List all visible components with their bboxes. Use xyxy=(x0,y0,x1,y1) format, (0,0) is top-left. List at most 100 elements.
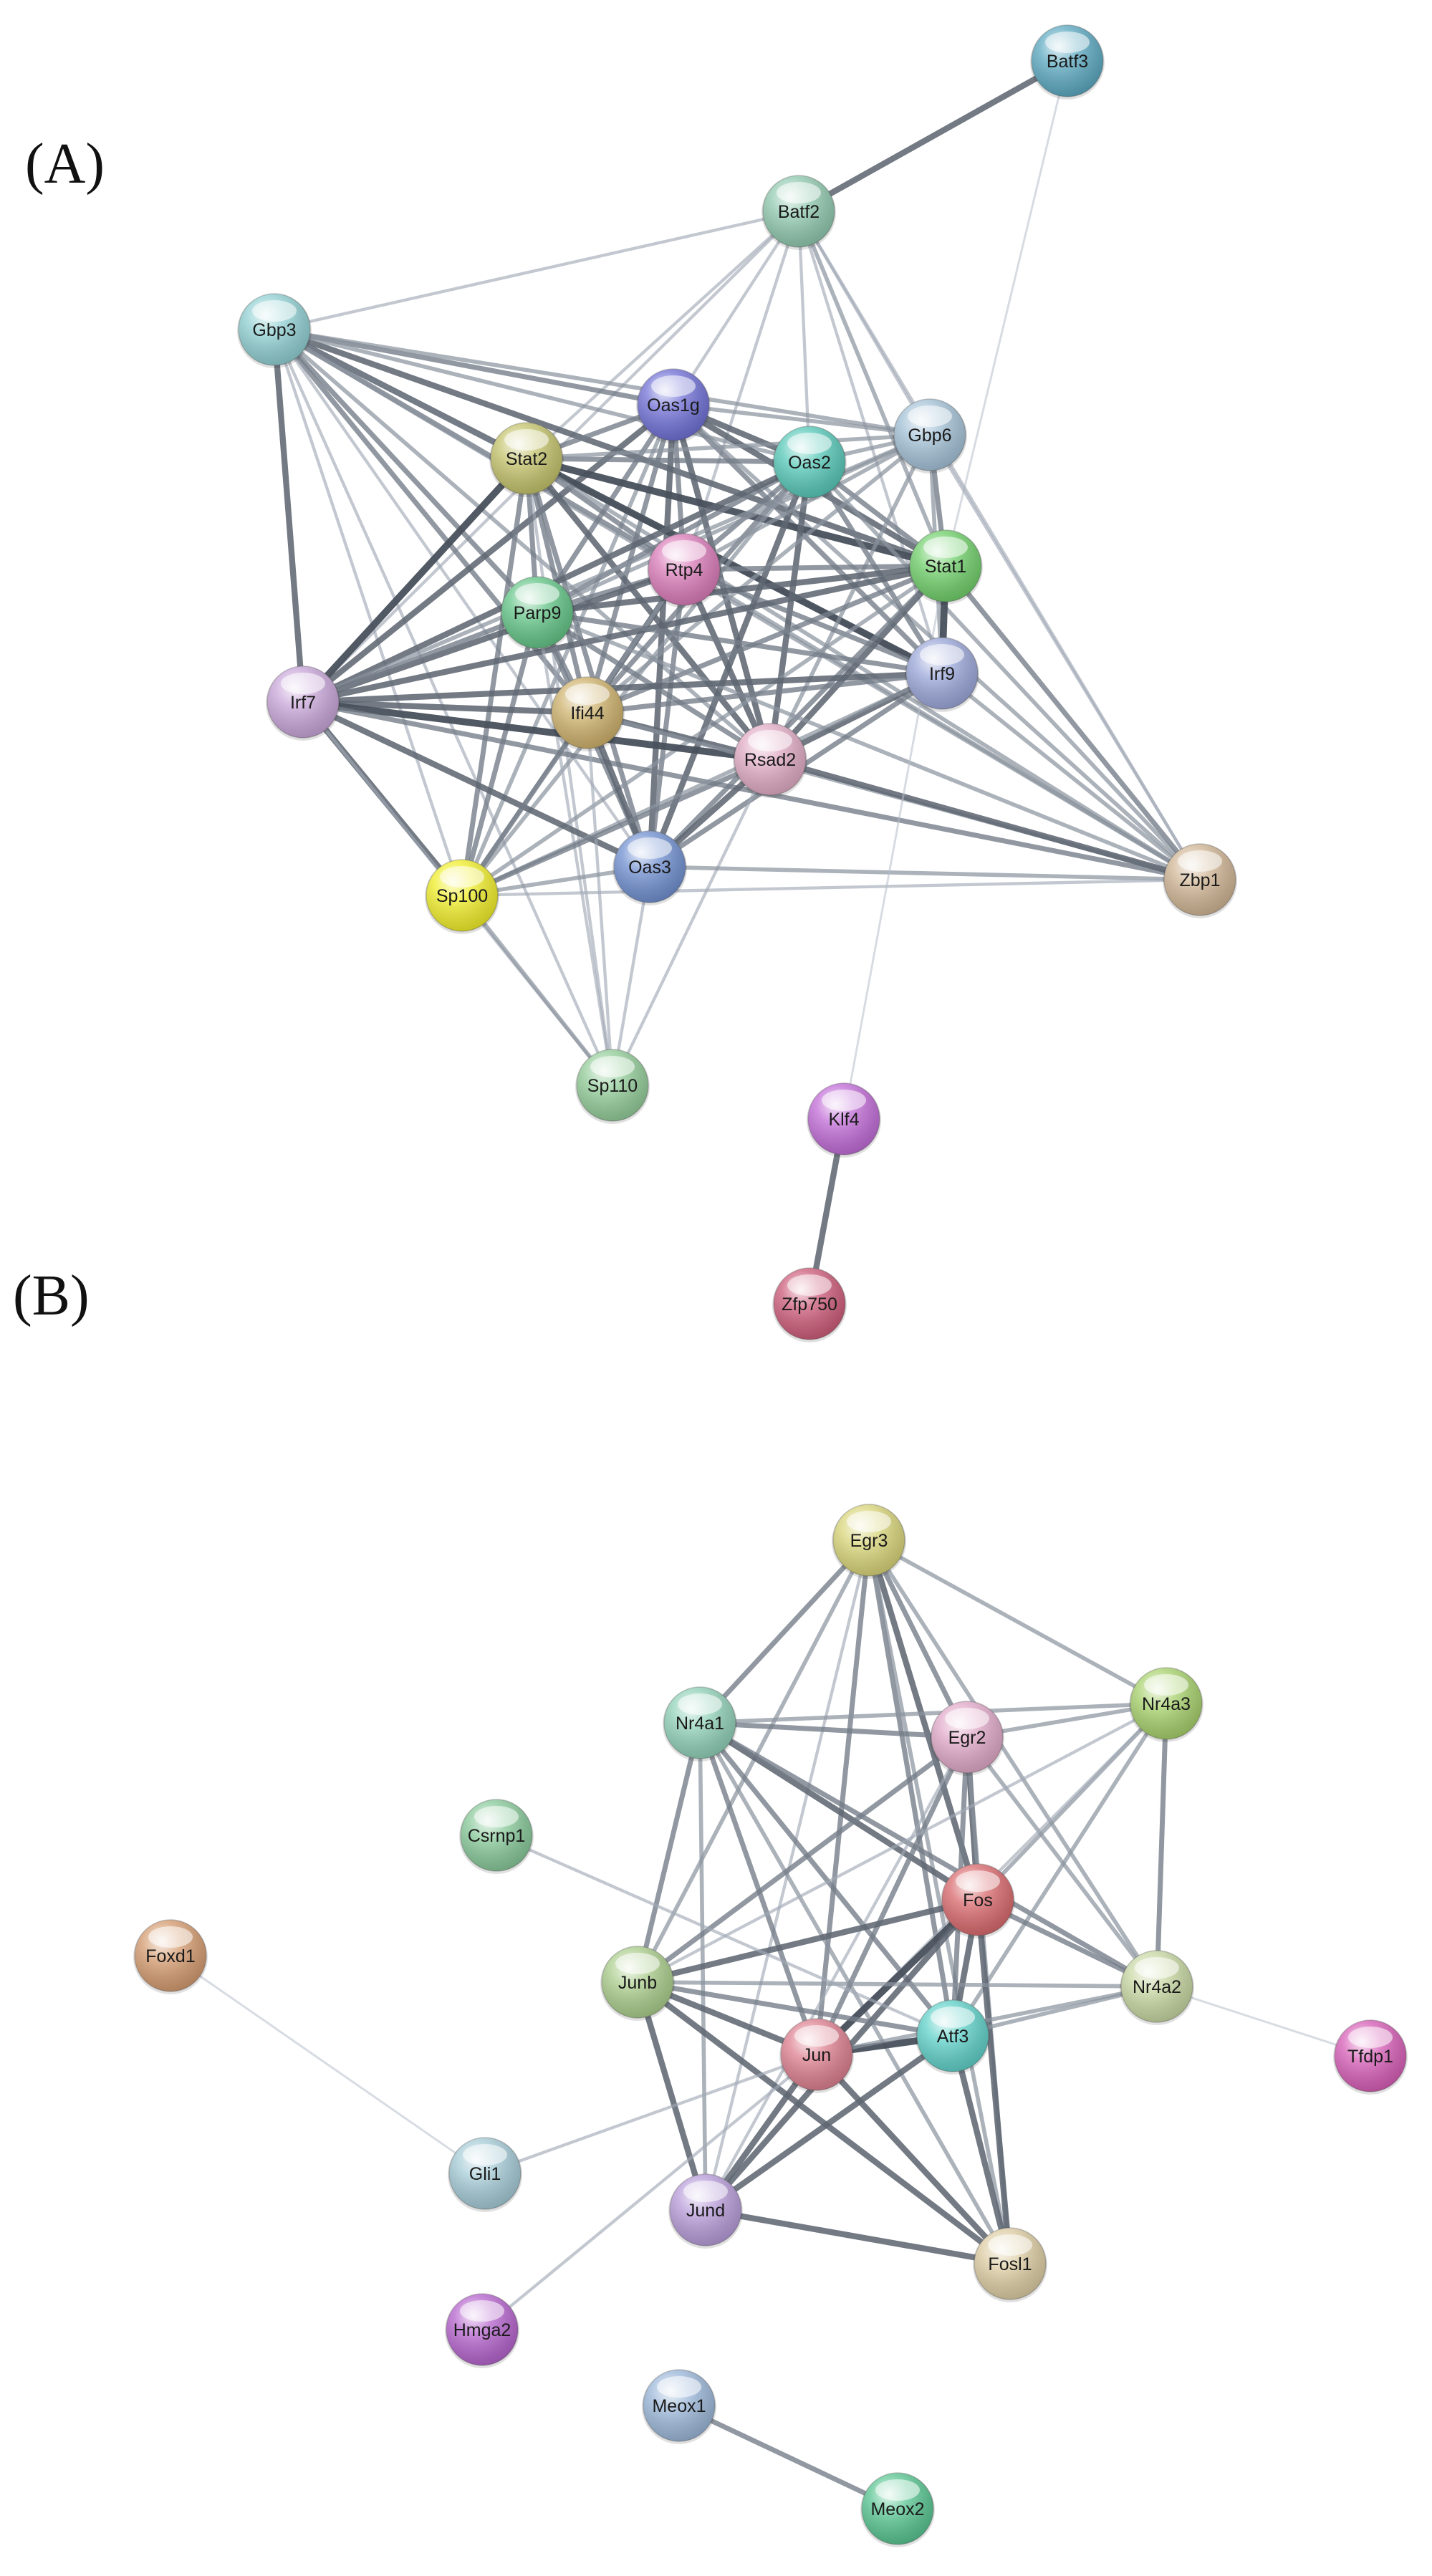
node-oas1g[interactable]: Oas1g xyxy=(636,368,711,443)
edge-oas3-zbp1 xyxy=(648,865,1202,882)
node-zbp1[interactable]: Zbp1 xyxy=(1163,843,1237,918)
node-label-zbp1: Zbp1 xyxy=(1180,870,1221,890)
node-label-klf4: Klf4 xyxy=(828,1110,859,1130)
edge-irf7-ifi44 xyxy=(299,698,591,716)
node-irf9[interactable]: Irf9 xyxy=(905,637,979,712)
edge-gbp3-ifi44 xyxy=(271,327,590,716)
edge-parp9-irf7 xyxy=(300,610,540,705)
edge-stat2-oas2 xyxy=(524,456,812,465)
edge-nr4a1-nr4a3 xyxy=(698,1701,1168,1725)
node-egr3[interactable]: Egr3 xyxy=(832,1504,906,1579)
node-gbp6[interactable]: Gbp6 xyxy=(893,398,967,474)
node-rsad2[interactable]: Rsad2 xyxy=(733,723,807,798)
edge-junb-atf3 xyxy=(635,1979,956,2039)
edge-junb-jund xyxy=(634,1979,709,2214)
node-parp9[interactable]: Parp9 xyxy=(500,576,575,651)
node-label-irf9: Irf9 xyxy=(929,664,955,684)
node-label-atf3: Atf3 xyxy=(937,2027,969,2047)
edge-csrnp1-atf3 xyxy=(494,1833,955,2038)
node-highlight xyxy=(787,433,832,454)
node-irf7[interactable]: Irf7 xyxy=(266,665,340,741)
node-label-nr4a2: Nr4a2 xyxy=(1133,1977,1181,1997)
node-nr4a3[interactable]: Nr4a3 xyxy=(1129,1667,1203,1742)
node-jun[interactable]: Jun xyxy=(779,2018,854,2093)
edge-irf9-zbp1 xyxy=(940,671,1202,882)
node-junb[interactable]: Junb xyxy=(600,1946,675,2021)
node-highlight xyxy=(1135,1957,1179,1979)
edge-egr3-nr4a3 xyxy=(867,1538,1168,1706)
edge-rtp4-zbp1 xyxy=(682,567,1202,882)
edge-fos-jun xyxy=(813,1896,981,2058)
node-highlight xyxy=(252,300,297,322)
node-label-rsad2: Rsad2 xyxy=(744,750,796,770)
edge-stat2-gbp6 xyxy=(524,433,932,461)
edge-egr3-jun xyxy=(814,1537,872,2057)
panel-b-label: (B) xyxy=(13,1264,90,1327)
node-label-tfdp1: Tfdp1 xyxy=(1347,2047,1393,2067)
node-label-batf3: Batf3 xyxy=(1047,52,1088,72)
node-zfp750[interactable]: Zfp750 xyxy=(772,1267,847,1342)
edge-batf2-stat1 xyxy=(797,209,948,568)
edge-irf7-irf9 xyxy=(299,670,946,706)
edge-fos-fosl1 xyxy=(974,1896,1014,2267)
edge-egr3-junb xyxy=(635,1538,871,1984)
edge-egr2-jun xyxy=(814,1734,970,2057)
edge-stat1-sp100 xyxy=(460,564,948,898)
edge-atf3-jund xyxy=(702,2032,956,2214)
node-jund[interactable]: Jund xyxy=(668,2173,743,2249)
node-stat1[interactable]: Stat1 xyxy=(908,529,983,605)
node-egr2[interactable]: Egr2 xyxy=(930,1701,1004,1776)
node-nr4a1[interactable]: Nr4a1 xyxy=(663,1686,737,1762)
node-highlight xyxy=(794,2025,839,2047)
node-label-sp110: Sp110 xyxy=(587,1076,638,1096)
edge-sp100-sp110 xyxy=(460,893,615,1087)
node-atf3[interactable]: Atf3 xyxy=(916,1999,990,2075)
node-csrnp1[interactable]: Csrnp1 xyxy=(459,1799,534,1874)
node-highlight xyxy=(822,1090,866,1111)
node-hmga2[interactable]: Hmga2 xyxy=(445,2293,519,2368)
node-label-stat1: Stat1 xyxy=(925,557,966,577)
node-foxd1[interactable]: Foxd1 xyxy=(133,1919,208,1994)
node-highlight xyxy=(908,405,952,427)
node-gli1[interactable]: Gli1 xyxy=(448,2137,522,2212)
edge-irf9-ifi44 xyxy=(585,671,945,716)
edge-oas3-sp110 xyxy=(610,865,652,1087)
node-klf4[interactable]: Klf4 xyxy=(807,1082,881,1158)
node-tfdp1[interactable]: Tfdp1 xyxy=(1333,2019,1408,2095)
edge-nr4a1-junb xyxy=(635,1720,703,1985)
node-highlight xyxy=(678,1693,722,1715)
node-batf3[interactable]: Batf3 xyxy=(1030,24,1105,100)
node-batf2[interactable]: Batf2 xyxy=(761,175,836,250)
node-meox1[interactable]: Meox1 xyxy=(642,2369,716,2444)
edge-meox1-meox2 xyxy=(676,2403,900,2512)
edge-stat2-sp110 xyxy=(524,456,615,1087)
edge-stat1-irf7 xyxy=(299,562,949,706)
node-meox2[interactable]: Meox2 xyxy=(860,2472,935,2547)
node-gbp3[interactable]: Gbp3 xyxy=(237,293,312,368)
edge-stat2-sp100 xyxy=(459,456,529,898)
node-ifi44[interactable]: Ifi44 xyxy=(550,676,625,751)
edge-stat1-parp9 xyxy=(534,562,949,616)
node-highlight xyxy=(515,583,559,605)
node-label-jund: Jund xyxy=(686,2201,725,2221)
edge-egr3-nr4a1 xyxy=(697,1537,872,1726)
node-oas3[interactable]: Oas3 xyxy=(612,830,687,905)
node-highlight xyxy=(1045,32,1090,53)
edge-jun-gli1 xyxy=(483,2052,819,2176)
node-fos[interactable]: Fos xyxy=(941,1863,1015,1938)
edge-junb-fosl1 xyxy=(634,1979,1014,2267)
node-sp100[interactable]: Sp100 xyxy=(425,859,499,934)
node-nr4a2[interactable]: Nr4a2 xyxy=(1120,1950,1194,2025)
node-label-gbp3: Gbp3 xyxy=(252,320,296,340)
node-rtp4[interactable]: Rtp4 xyxy=(647,533,721,608)
node-oas2[interactable]: Oas2 xyxy=(772,426,847,501)
edge-rsad2-sp100 xyxy=(459,756,773,898)
node-highlight xyxy=(148,1926,193,1948)
node-label-ifi44: Ifi44 xyxy=(570,703,604,724)
node-sp110[interactable]: Sp110 xyxy=(575,1049,650,1124)
node-highlight xyxy=(662,540,706,562)
edge-atf3-fosl1 xyxy=(949,2032,1014,2267)
node-stat2[interactable]: Stat2 xyxy=(489,422,564,497)
node-fosl1[interactable]: Fosl1 xyxy=(973,2227,1047,2302)
node-highlight xyxy=(923,537,968,558)
